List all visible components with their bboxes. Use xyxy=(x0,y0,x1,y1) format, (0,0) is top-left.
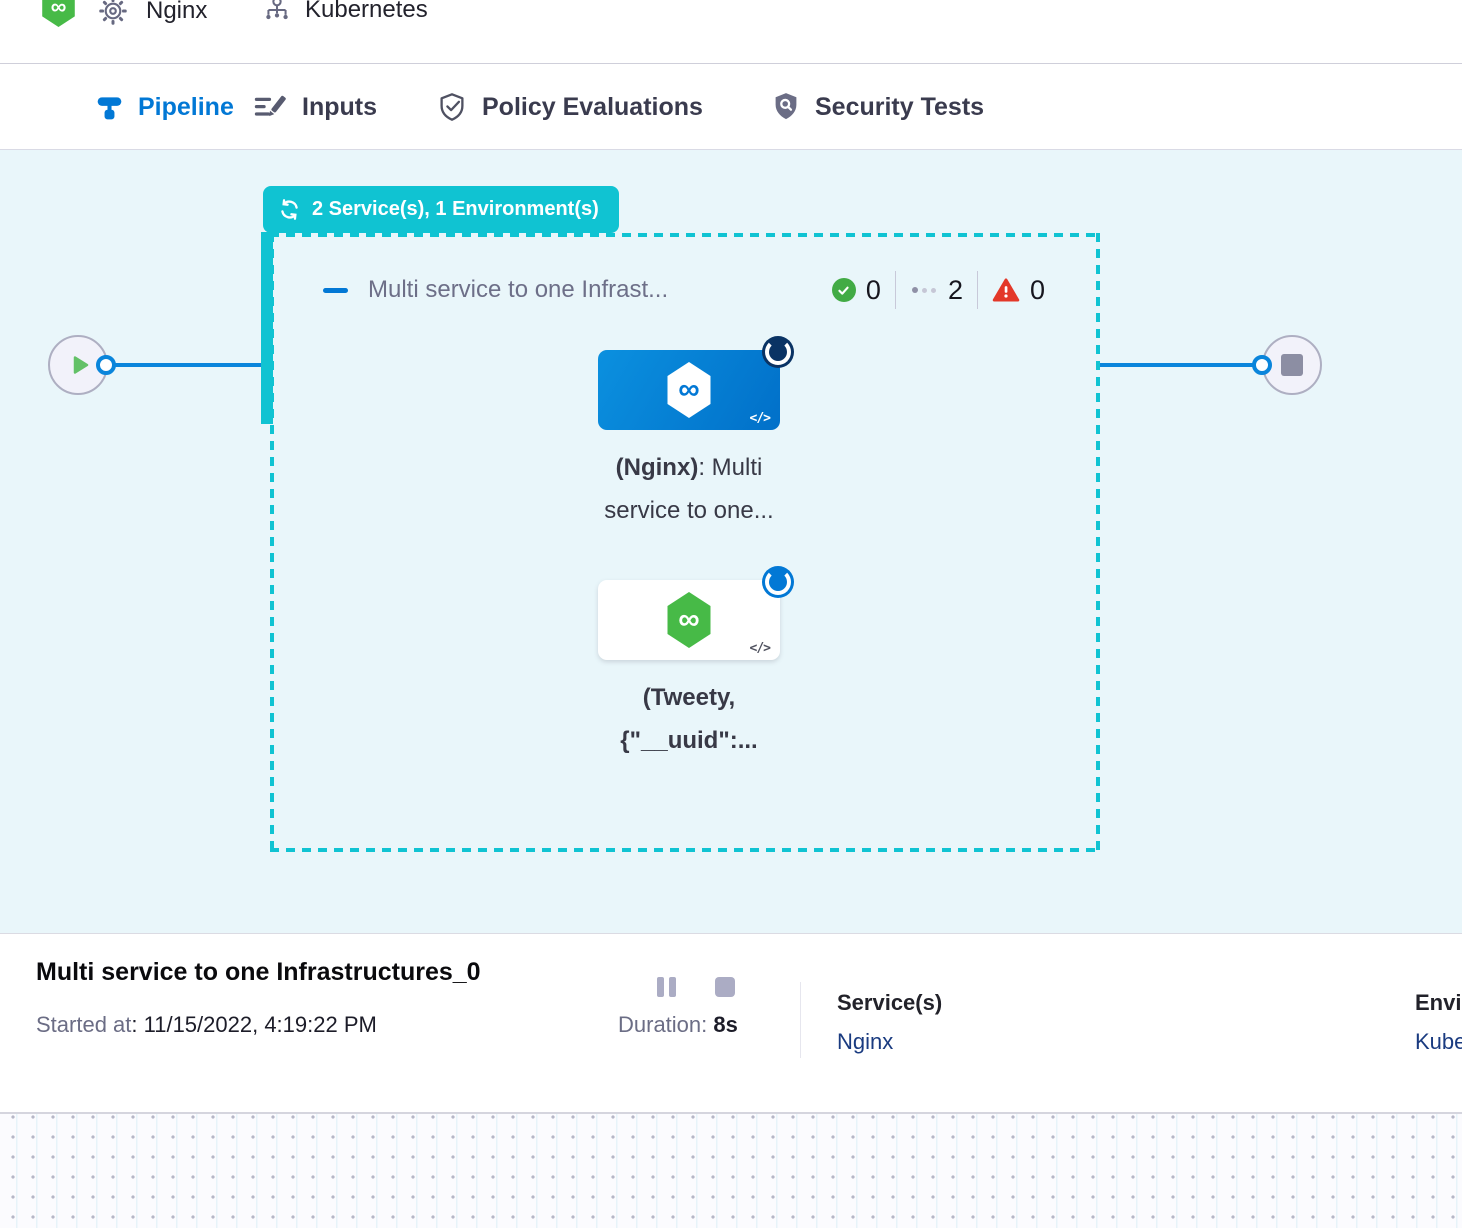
start-connection-point[interactable] xyxy=(96,355,116,375)
harness-logo-icon: ∞ xyxy=(42,0,75,27)
started-at-label: Started at xyxy=(36,1012,132,1037)
play-icon xyxy=(73,356,89,374)
stage-card-nginx[interactable]: ∞ </> xyxy=(598,350,780,430)
tab-inputs-label: Inputs xyxy=(302,92,377,121)
services-label: Service(s) xyxy=(837,990,943,1015)
tab-pipeline-label: Pipeline xyxy=(138,92,234,121)
gear-icon xyxy=(99,0,127,25)
status-divider xyxy=(976,271,978,309)
footer-divider xyxy=(800,982,801,1058)
abort-execution-button[interactable] xyxy=(715,977,735,997)
environment-breadcrumb-item[interactable]: Kubernetes xyxy=(262,0,428,24)
stage-label-nginx: (Nginx): Multi service to one... xyxy=(564,446,814,532)
tab-policy-evaluations-label: Policy Evaluations xyxy=(482,92,703,121)
code-icon: </> xyxy=(749,641,772,656)
status-divider xyxy=(894,271,896,309)
stage-name: (Tweety, xyxy=(642,684,736,711)
pipeline-name-text: Nginx xyxy=(146,0,208,24)
tab-security-tests-label: Security Tests xyxy=(815,92,985,121)
execution-summary-bar: Multi service to one Infrastructures_0 S… xyxy=(0,933,1462,1112)
running-spinner xyxy=(762,336,794,368)
console-grid-area xyxy=(0,1112,1462,1228)
running-status-icon xyxy=(911,287,936,293)
tab-pipeline[interactable]: Pipeline xyxy=(96,64,234,150)
stage-status-counts: 0 2 0 xyxy=(831,271,1045,309)
stage-name-line2: service to one... xyxy=(604,497,774,524)
duration-row: Duration: 8s xyxy=(618,1012,738,1038)
boundary-edge-left xyxy=(270,233,274,852)
boundary-edge-bottom xyxy=(270,848,1100,852)
stage-label-tweety: (Tweety, {"__uuid":... xyxy=(564,676,814,762)
cluster-icon xyxy=(266,0,288,20)
harness-stage-icon: ∞ xyxy=(667,362,711,418)
started-at-value: : 11/15/2022, 4:19:22 PM xyxy=(131,1012,377,1037)
loop-icon xyxy=(281,199,298,220)
pause-execution-button[interactable] xyxy=(657,977,679,997)
stage-group-title: Multi service to one Infrast... xyxy=(368,276,669,303)
success-count: 0 xyxy=(865,274,881,305)
stop-icon xyxy=(1281,354,1303,376)
stage-group-accent-bar xyxy=(261,232,273,424)
started-at-row: Started at: 11/15/2022, 4:19:22 PM xyxy=(36,1012,377,1038)
stage-group-header: Multi service to one Infrast... 0 2 0 xyxy=(323,268,1045,312)
tab-inputs[interactable]: Inputs xyxy=(253,64,377,150)
stage-name: (Nginx) xyxy=(615,454,699,481)
execution-title: Multi service to one Infrastructures_0 xyxy=(36,958,481,986)
infinity-glyph: ∞ xyxy=(678,373,700,406)
service-link-nginx[interactable]: Nginx xyxy=(837,1029,894,1054)
stage-group-badge-label: 2 Service(s), 1 Environment(s) xyxy=(312,198,599,220)
connector-line-left xyxy=(106,363,264,367)
environment-link-kubernetes[interactable]: Kubernetes xyxy=(1415,1029,1462,1054)
tab-security-tests[interactable]: Security Tests xyxy=(772,64,984,150)
collapse-group-button[interactable] xyxy=(323,287,348,293)
stage-name-rest: : Multi xyxy=(698,454,763,481)
environment-name-text: Kubernetes xyxy=(305,0,428,23)
running-spinner xyxy=(762,566,794,598)
execution-tabbar: Pipeline Inputs Policy Evaluations xyxy=(0,64,1462,214)
stage-group-badge[interactable]: 2 Service(s), 1 Environment(s) xyxy=(263,186,619,233)
pipeline-icon xyxy=(97,96,122,119)
running-count: 2 xyxy=(947,274,963,305)
failed-status-icon xyxy=(992,278,1020,302)
success-status-icon xyxy=(831,278,856,302)
failed-count: 0 xyxy=(1029,274,1045,305)
environments-label: Environment(s) xyxy=(1415,990,1462,1015)
stage-group-boundary xyxy=(270,233,1100,852)
pipeline-breadcrumb-item[interactable]: Nginx xyxy=(98,0,207,26)
code-icon: </> xyxy=(749,411,772,426)
harness-stage-icon: ∞ xyxy=(667,592,711,648)
infinity-glyph: ∞ xyxy=(678,603,700,636)
duration-label: Duration: xyxy=(618,1012,708,1037)
stage-name-line2: {"__uuid":... xyxy=(620,727,758,754)
boundary-edge-top xyxy=(270,233,1100,237)
pipeline-canvas[interactable]: 2 Service(s), 1 Environment(s) Multi ser… xyxy=(0,150,1462,933)
environments-column: Environment(s) Kubernetes xyxy=(1415,990,1462,1055)
pipeline-end-node[interactable] xyxy=(1262,335,1322,395)
stage-card-tweety[interactable]: ∞ </> xyxy=(598,580,780,660)
tab-policy-evaluations[interactable]: Policy Evaluations xyxy=(437,64,703,150)
end-connection-point[interactable] xyxy=(1252,355,1272,375)
inputs-icon xyxy=(254,95,286,117)
connector-line-right xyxy=(1100,363,1258,367)
boundary-edge-right xyxy=(1096,233,1100,852)
duration-value: 8s xyxy=(713,1012,738,1037)
breadcrumb: ∞ Nginx xyxy=(0,0,1462,64)
infinity-glyph: ∞ xyxy=(50,0,67,19)
services-column: Service(s) Nginx xyxy=(837,990,942,1055)
shield-check-icon xyxy=(440,93,464,121)
shield-scan-icon xyxy=(775,93,797,120)
